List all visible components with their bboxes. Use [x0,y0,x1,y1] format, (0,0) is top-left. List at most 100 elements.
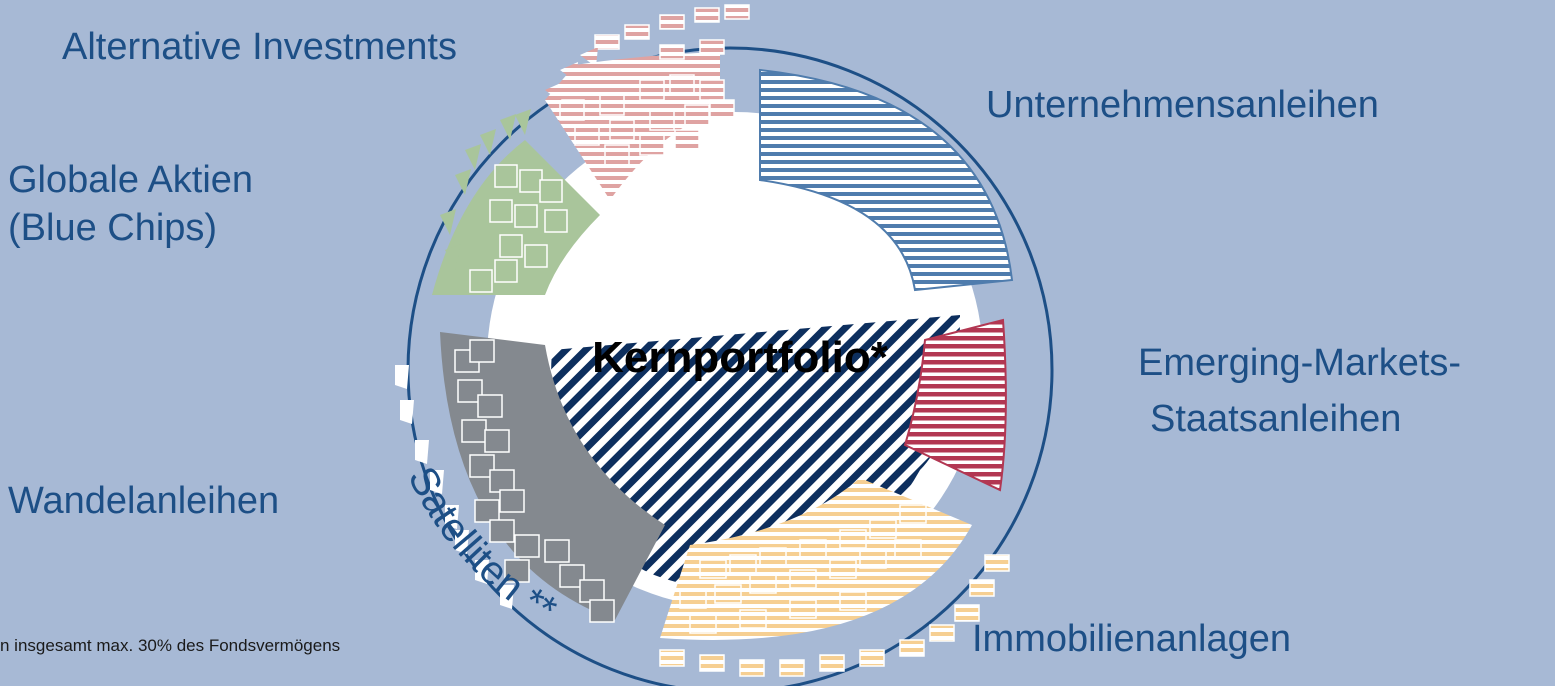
decor-tile [604,144,630,166]
decor-tile [684,104,710,126]
decor-tile [819,654,845,672]
decor-shard [455,530,469,554]
decor-tile [594,34,620,50]
decor-shard [500,114,516,140]
decor-tile [689,614,717,634]
decor-tile [724,4,750,20]
decor-tile [899,639,925,657]
decor-shard [480,129,496,155]
decor-tile [699,39,725,55]
decor-shard [445,244,461,270]
decor-tile [714,584,742,604]
satellite-tiles [395,4,1010,677]
decor-tile [679,589,707,609]
decor-tile [494,164,518,188]
decor-tile [559,99,585,121]
decor-tile [954,604,980,622]
decor-shard [500,585,514,609]
decor-shard [515,109,531,135]
decor-tile [599,94,625,116]
label-unternehmensanleihen: Unternehmensanleihen [986,84,1379,126]
decor-tile [669,74,695,96]
decor-tile [859,649,885,667]
decor-tile [579,579,605,603]
decor-tile [477,394,503,418]
decor-shard [560,62,578,82]
decor-tile [829,559,857,579]
decor-tile [544,209,568,233]
decor-shard [475,560,489,584]
decor-tile [489,199,513,223]
decor-shard [440,209,456,235]
decor-tile [839,591,867,611]
decor-tile [739,659,765,677]
decor-tile [514,204,538,228]
unternehmensanleihen-segment [759,68,1014,292]
decor-tile [639,134,665,156]
decor-tile [639,79,665,101]
decor-tile [494,259,518,283]
decor-tile [589,599,615,623]
decor-tile [659,649,685,667]
decor-tile [839,529,867,549]
decor-tile [699,559,727,579]
label-emerging-markets-line2: Staatsanleihen [1150,398,1402,440]
decor-tile [859,549,887,569]
decor-tile [484,429,510,453]
decor-tile [929,624,955,642]
decor-tile [789,569,817,589]
decor-tile [609,119,635,141]
decor-tile [699,79,725,101]
decor-tile [574,124,600,146]
label-wandelanleihen: Wandelanleihen [8,480,280,522]
decor-tile [659,44,685,60]
decor-tile [799,539,827,559]
decor-tile [469,269,493,293]
decor-shard [445,505,459,529]
decor-tile [624,24,650,40]
decor-tile [514,534,540,558]
footnote: n insgesamt max. 30% des Fondsvermögens [0,636,341,655]
decor-tile [749,574,777,594]
decor-tile [789,599,817,619]
decor-tile [457,379,483,403]
decor-shard [395,365,409,389]
decor-shard [465,144,481,170]
decor-tile [729,554,757,574]
decor-tile [544,539,570,563]
kernportfolio-label: Kernportfolio* [592,333,889,382]
decor-tile [739,609,767,629]
decor-tile [984,554,1010,572]
decor-tile [489,519,515,543]
decor-tile [489,469,515,493]
decor-tile [469,454,495,478]
label-alternative-investments: Alternative Investments [62,26,457,68]
decor-tile [779,659,805,677]
label-globale-aktien-line2: (Blue Chips) [8,207,218,249]
decor-shard [400,400,414,424]
decor-tile [559,564,585,588]
decor-shard [430,470,444,494]
decor-shard [545,82,563,102]
decor-tile [499,489,525,513]
label-emerging-markets-line1: Emerging-Markets- [1138,342,1462,384]
decor-tile [759,547,787,567]
label-immobilienanlagen: Immobilienanlagen [972,618,1291,660]
decor-tile [469,339,495,363]
decor-shard [415,440,429,464]
decor-shard [580,47,598,67]
decor-tile [474,499,500,523]
decor-tile [894,539,922,559]
emerging-markets-segment [903,318,1007,492]
decor-tile [699,654,725,672]
decor-tile [524,244,548,268]
label-globale-aktien-line1: Globale Aktien [8,159,254,201]
decor-tile [709,99,735,121]
decor-tile [519,169,543,193]
decor-tile [649,109,675,131]
decor-shard [455,169,471,195]
decor-tile [461,419,487,443]
decor-tile [674,129,700,151]
decor-tile [539,179,563,203]
